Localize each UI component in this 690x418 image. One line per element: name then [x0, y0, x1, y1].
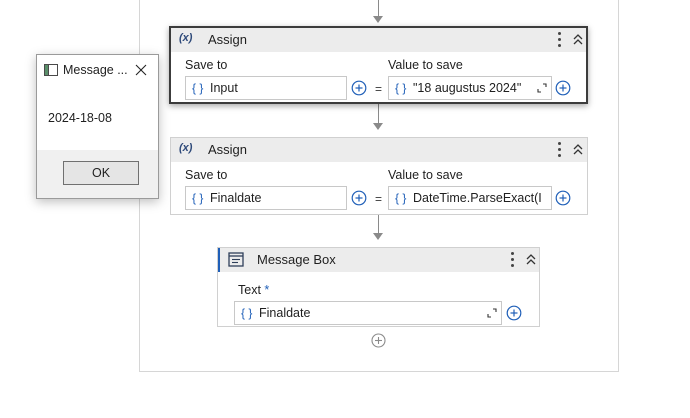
- equals-sign: =: [375, 192, 383, 206]
- value-to-save-label: Value to save: [388, 168, 463, 182]
- expand-editor-icon[interactable]: [487, 308, 497, 318]
- collapse-icon[interactable]: [572, 32, 584, 46]
- connector-arrow: [373, 123, 383, 130]
- save-to-field[interactable]: { } Finaldate: [185, 186, 347, 210]
- text-field[interactable]: { } Finaldate: [234, 301, 502, 325]
- activity-header[interactable]: (x) Assign: [171, 28, 586, 52]
- assign-icon: (x): [179, 32, 193, 44]
- window-app-icon: [44, 64, 58, 76]
- save-to-value: Finaldate: [210, 191, 262, 205]
- collapse-icon[interactable]: [525, 252, 537, 266]
- required-marker: *: [264, 283, 270, 297]
- connector-line: [378, 0, 379, 16]
- expression-icon: { }: [395, 191, 407, 205]
- dialog-message: 2024-18-08: [48, 111, 112, 125]
- save-to-label: Save to: [185, 58, 228, 72]
- assign-icon: (x): [179, 142, 193, 154]
- expression-icon: { }: [241, 306, 253, 320]
- assign-activity-2[interactable]: (x) Assign Save to Value to save { } Fin…: [170, 137, 588, 215]
- add-variable-icon[interactable]: [506, 305, 522, 321]
- save-to-field[interactable]: { } Input: [185, 76, 347, 100]
- connector-arrow: [373, 16, 383, 23]
- activity-title: Assign: [208, 32, 248, 47]
- add-variable-icon[interactable]: [351, 80, 367, 96]
- message-box-activity[interactable]: Message Box Text * { } Finaldate: [217, 247, 540, 327]
- text-label: Text *: [238, 283, 269, 297]
- close-icon[interactable]: [135, 64, 147, 76]
- dialog-title: Message ...: [63, 63, 128, 77]
- add-activity-icon[interactable]: [371, 333, 386, 348]
- save-to-label: Save to: [185, 168, 228, 182]
- activity-title: Assign: [208, 142, 248, 157]
- value-to-save-value: DateTime.ParseExact(I: [413, 191, 542, 205]
- text-label-text: Text: [238, 283, 261, 297]
- expression-icon: { }: [395, 81, 407, 95]
- activity-header[interactable]: Message Box: [218, 248, 539, 272]
- connector-line: [378, 215, 379, 233]
- save-to-value: Input: [210, 81, 238, 95]
- add-variable-icon[interactable]: [351, 190, 367, 206]
- value-to-save-field[interactable]: { } DateTime.ParseExact(I: [388, 186, 552, 210]
- more-options-icon[interactable]: [556, 30, 562, 48]
- message-box-dialog[interactable]: Message ... 2024-18-08 OK: [36, 54, 159, 199]
- assign-activity-1[interactable]: (x) Assign Save to Value to save { } Inp…: [169, 26, 588, 104]
- activity-header[interactable]: (x) Assign: [171, 138, 587, 162]
- connector-line: [378, 104, 379, 123]
- add-variable-icon[interactable]: [555, 80, 571, 96]
- expression-icon: { }: [192, 191, 204, 205]
- add-variable-icon[interactable]: [555, 190, 571, 206]
- connector-arrow: [373, 233, 383, 240]
- more-options-icon[interactable]: [556, 140, 562, 158]
- text-value: Finaldate: [259, 306, 311, 320]
- ok-button[interactable]: OK: [63, 161, 139, 185]
- collapse-icon[interactable]: [572, 142, 584, 156]
- message-box-icon: [228, 252, 244, 267]
- value-to-save-label: Value to save: [388, 58, 463, 72]
- expression-icon: { }: [192, 81, 204, 95]
- equals-sign: =: [375, 82, 383, 96]
- value-to-save-field[interactable]: { } "18 augustus 2024": [388, 76, 552, 100]
- expand-editor-icon[interactable]: [537, 83, 547, 93]
- value-to-save-value: "18 augustus 2024": [413, 81, 522, 95]
- activity-title: Message Box: [257, 252, 336, 267]
- more-options-icon[interactable]: [509, 250, 515, 268]
